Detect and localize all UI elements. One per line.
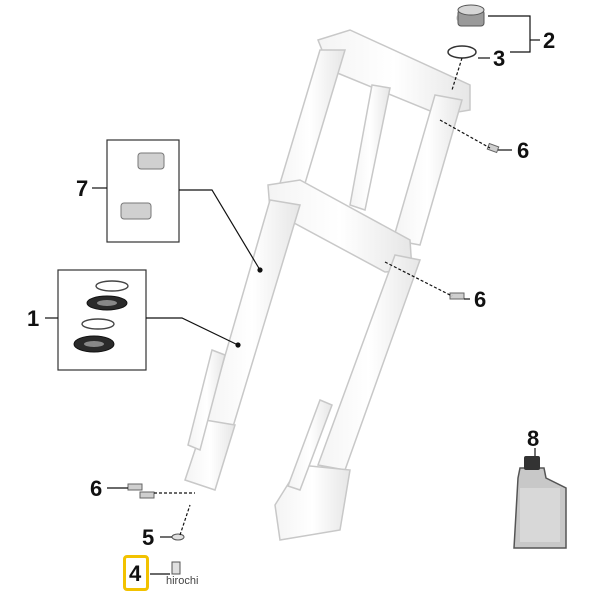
bushing-box — [106, 139, 180, 243]
drain-screw-parts — [171, 533, 185, 575]
seal-kit-box — [57, 269, 147, 371]
callout-8: 8 — [527, 426, 540, 451]
callout-3: 3 — [493, 46, 506, 71]
selected-part-highlight — [123, 555, 149, 591]
leader-lines — [45, 15, 540, 575]
oil-bottle — [513, 456, 567, 549]
callout-6-upper: 6 — [517, 138, 530, 163]
watermark-text: hirochi — [166, 575, 199, 587]
callout-5: 5 — [142, 525, 155, 550]
fork-assembly — [184, 11, 484, 541]
o-ring-part — [447, 45, 477, 59]
callout-4: 4 — [129, 561, 142, 586]
callout-7: 7 — [76, 176, 89, 201]
screws — [127, 142, 500, 499]
callout-2: 2 — [543, 28, 556, 53]
callout-6-middle: 6 — [474, 287, 487, 312]
top-cap-part — [457, 4, 485, 27]
callout-1: 1 — [27, 306, 40, 331]
callout-6-lower: 6 — [90, 476, 103, 501]
